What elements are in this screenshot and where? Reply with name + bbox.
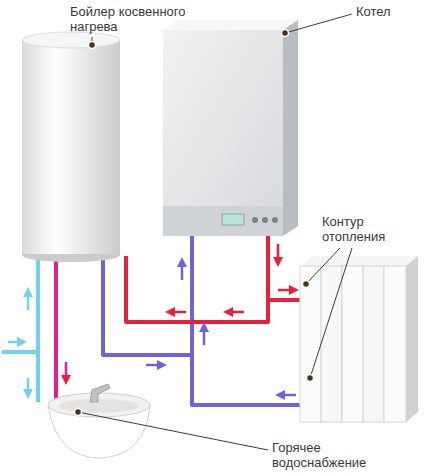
cold-pipe [2, 258, 38, 352]
callout-label: Горячее водоснабжение [272, 440, 412, 470]
gas-boiler [163, 20, 298, 236]
return-pipe [103, 256, 192, 355]
indirect-boiler [22, 32, 120, 262]
hot-water-pipe [54, 256, 58, 402]
cold-pipe [36, 352, 40, 402]
callout-label: Бойлер косвенного нагрева [70, 4, 188, 34]
callout-label: Контур отопления [322, 214, 418, 244]
supply-pipe [126, 256, 268, 322]
sink [48, 384, 150, 458]
callout-label: Котел [356, 4, 416, 19]
leader-lines [78, 14, 352, 450]
radiator [300, 256, 418, 422]
callout-dots [75, 30, 314, 416]
